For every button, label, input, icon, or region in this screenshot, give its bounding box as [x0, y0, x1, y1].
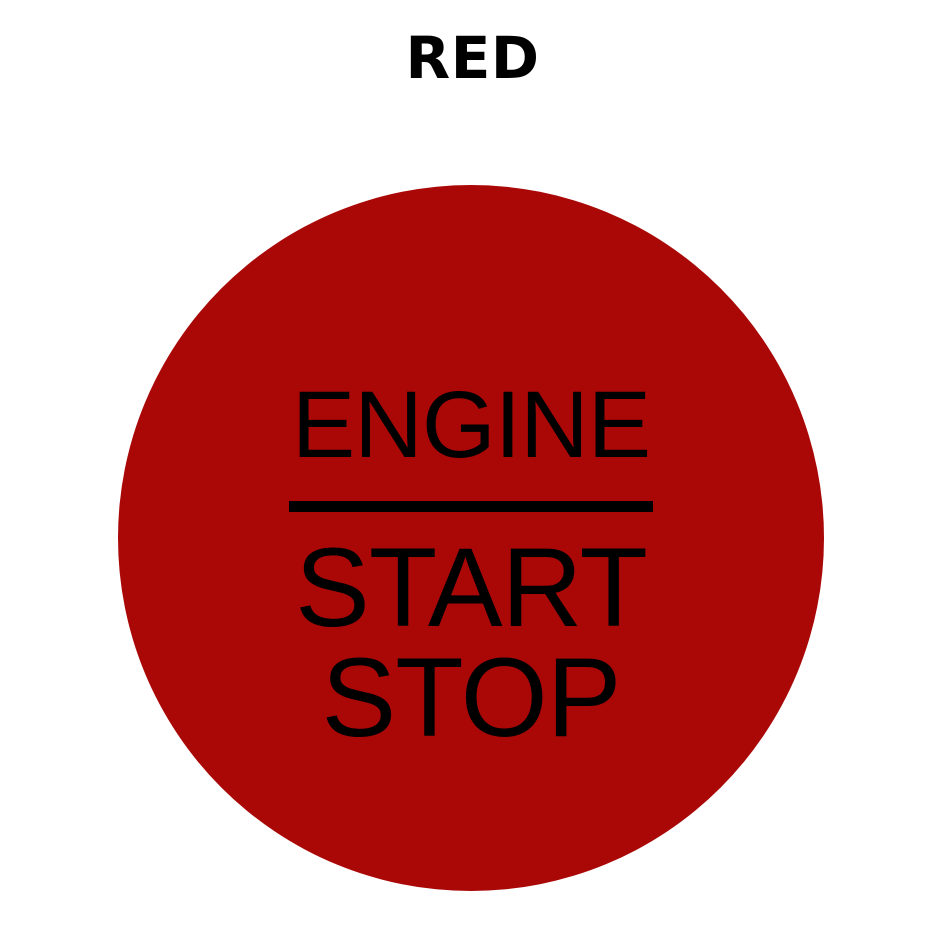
stop-label: STOP — [321, 635, 622, 760]
engine-start-stop-button[interactable]: ENGINE START STOP — [118, 185, 824, 891]
engine-label: ENGINE — [291, 372, 651, 478]
start-label: START — [295, 525, 648, 650]
divider-rule — [289, 501, 653, 512]
page-title: RED — [405, 24, 540, 92]
button-face: ENGINE START STOP — [288, 372, 654, 760]
